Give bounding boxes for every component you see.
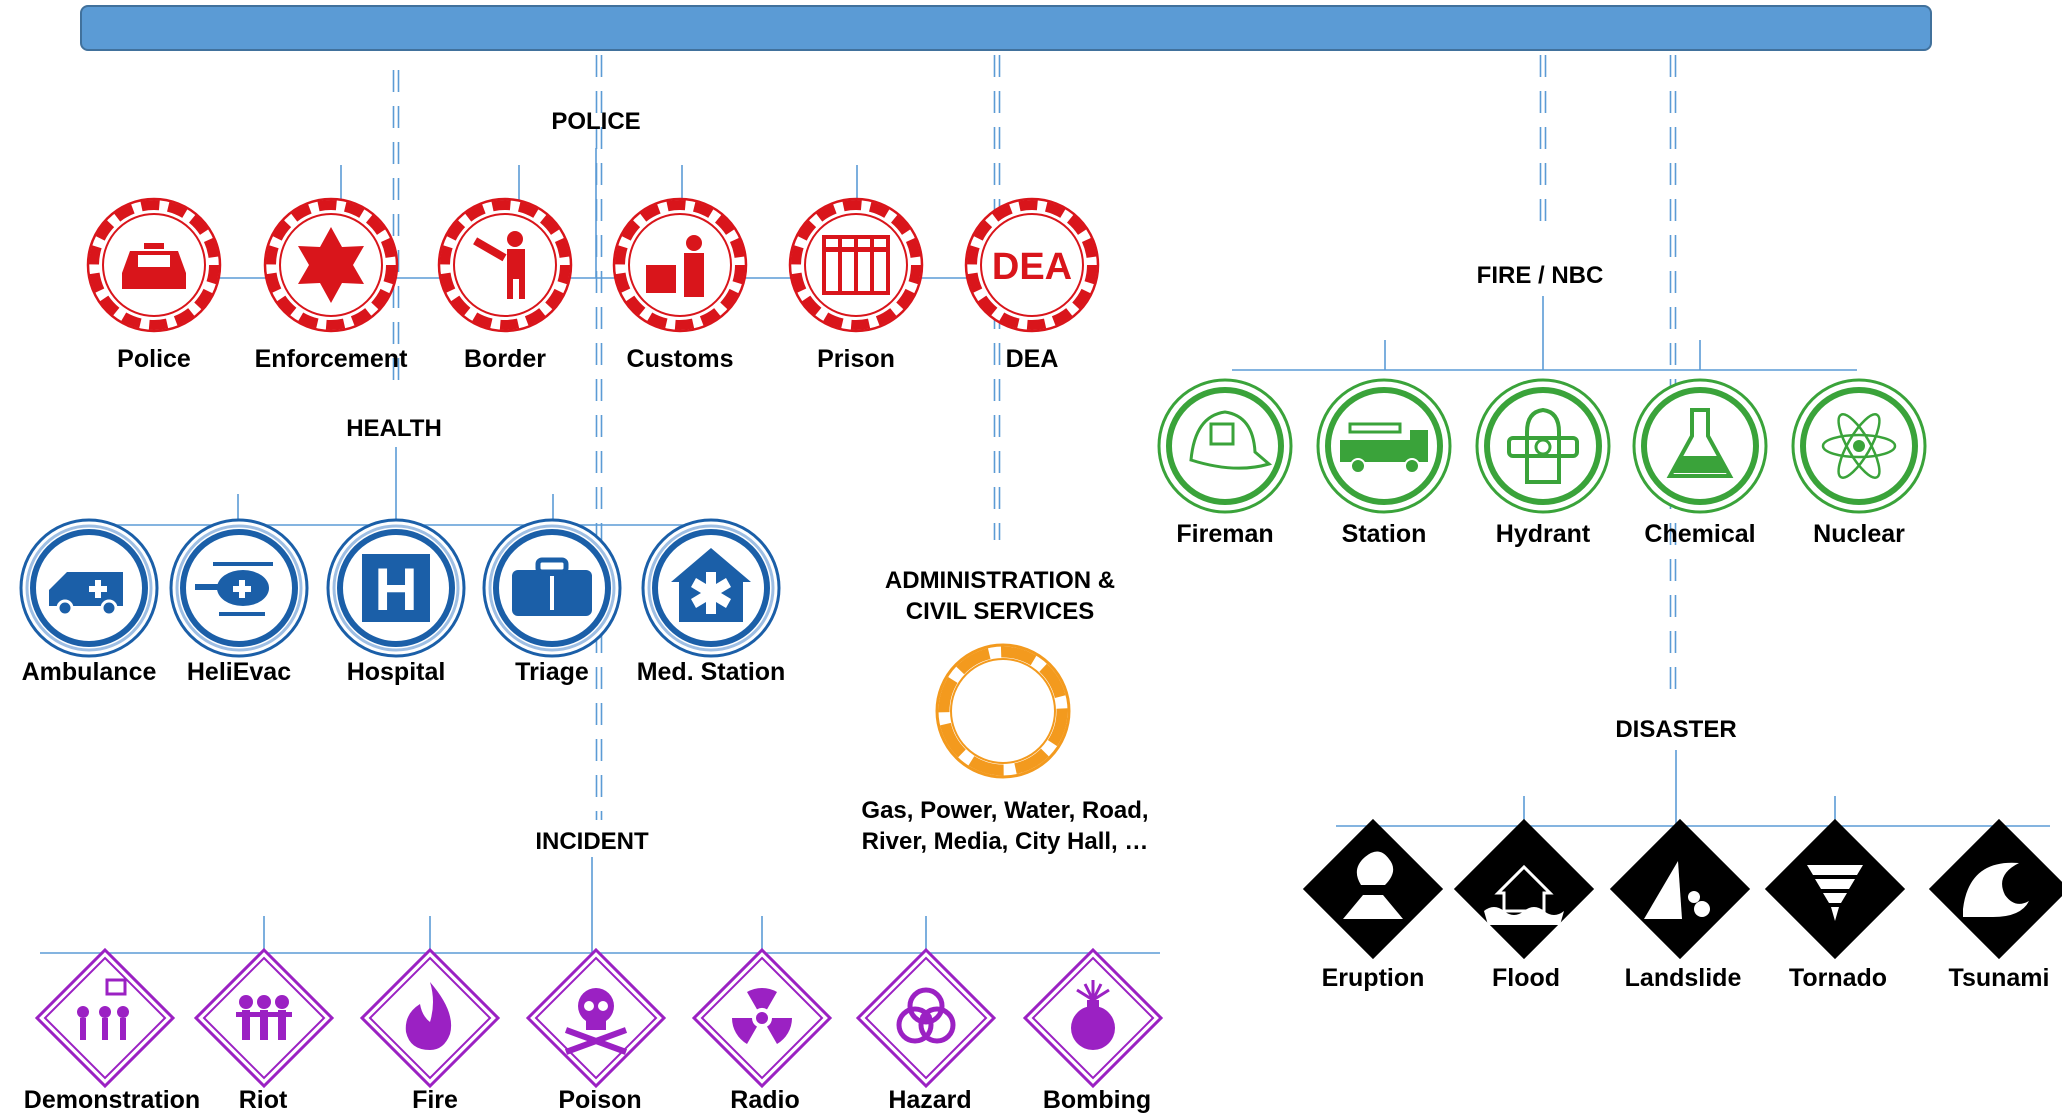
- fire-title: FIRE / NBC: [1476, 262, 1604, 289]
- radiation-icon: [691, 947, 833, 1089]
- tsunami-label: Tsunami: [1948, 964, 2050, 992]
- enforcement-label: Enforcement: [254, 345, 408, 373]
- medical-station-icon: [641, 518, 781, 658]
- hospital-label: Hospital: [346, 658, 446, 686]
- demonstration-icon: [34, 947, 176, 1089]
- med-station-label: Med. Station: [636, 658, 786, 686]
- eruption-label: Eruption: [1321, 964, 1425, 992]
- medical-bag-icon: [482, 518, 622, 658]
- ambulance-label: Ambulance: [21, 658, 157, 686]
- fire-label: Fire: [412, 1086, 458, 1114]
- station-label: Station: [1341, 520, 1427, 548]
- helievac-label: HeliEvac: [186, 658, 292, 686]
- health-title: HEALTH: [346, 415, 442, 442]
- nuclear-label: Nuclear: [1813, 520, 1905, 548]
- svg-text:H: H: [374, 556, 417, 623]
- fireman-helmet-icon: [1157, 378, 1293, 514]
- hydrant-icon: [1475, 378, 1611, 514]
- tornado-label: Tornado: [1788, 964, 1888, 992]
- wave-icon: [1928, 818, 2062, 960]
- fire-truck-icon: [1316, 378, 1452, 514]
- admin-caption: Gas, Power, Water, Road, River, Media, C…: [861, 797, 1149, 855]
- flame-icon: [359, 947, 501, 1089]
- skull-icon: [525, 947, 667, 1089]
- triage-label: Triage: [515, 658, 589, 686]
- landslide-label: Landslide: [1624, 964, 1742, 992]
- police-label: Police: [117, 345, 191, 373]
- prison-bars-icon: [788, 197, 924, 333]
- bombing-label: Bombing: [1042, 1086, 1152, 1114]
- riot-icon: [193, 947, 335, 1089]
- admin-ring-icon: [935, 643, 1071, 779]
- hydrant-label: Hydrant: [1495, 520, 1591, 548]
- customs-label: Customs: [626, 345, 734, 373]
- riot-label: Riot: [238, 1086, 288, 1114]
- border-guard-icon: [437, 197, 573, 333]
- disaster-title: DISASTER: [1615, 716, 1737, 743]
- customs-officer-icon: [612, 197, 748, 333]
- chemical-label: Chemical: [1644, 520, 1756, 548]
- sheriff-star-icon: [263, 197, 399, 333]
- poison-label: Poison: [558, 1086, 642, 1114]
- incident-title: INCIDENT: [535, 828, 649, 855]
- radio-label: Radio: [730, 1086, 800, 1114]
- border-label: Border: [464, 345, 546, 373]
- flood-label: Flood: [1491, 964, 1561, 992]
- fireman-label: Fireman: [1176, 520, 1274, 548]
- admin-title: ADMINISTRATION & CIVIL SERVICES: [884, 567, 1116, 625]
- atom-icon: [1791, 378, 1927, 514]
- flood-house-icon: [1453, 818, 1595, 960]
- hospital-h-icon: H: [326, 518, 466, 658]
- chemical-flask-icon: [1632, 378, 1768, 514]
- tornado-icon: [1764, 818, 1906, 960]
- police-title: POLICE: [551, 108, 641, 135]
- police-car-icon: [86, 197, 222, 333]
- demonstration-label: Demonstration: [23, 1086, 201, 1114]
- dea-text-icon: DEA: [964, 197, 1100, 333]
- svg-text:DEA: DEA: [992, 246, 1072, 288]
- biohazard-icon: [855, 947, 997, 1089]
- bomb-icon: [1022, 947, 1164, 1089]
- landslide-icon: [1609, 818, 1751, 960]
- volcano-icon: [1302, 818, 1444, 960]
- ambulance-icon: [19, 518, 159, 658]
- prison-label: Prison: [817, 345, 895, 373]
- hazard-label: Hazard: [888, 1086, 972, 1114]
- top-bar: [80, 5, 1932, 51]
- helicopter-icon: [169, 518, 309, 658]
- dea-label: DEA: [1005, 345, 1059, 373]
